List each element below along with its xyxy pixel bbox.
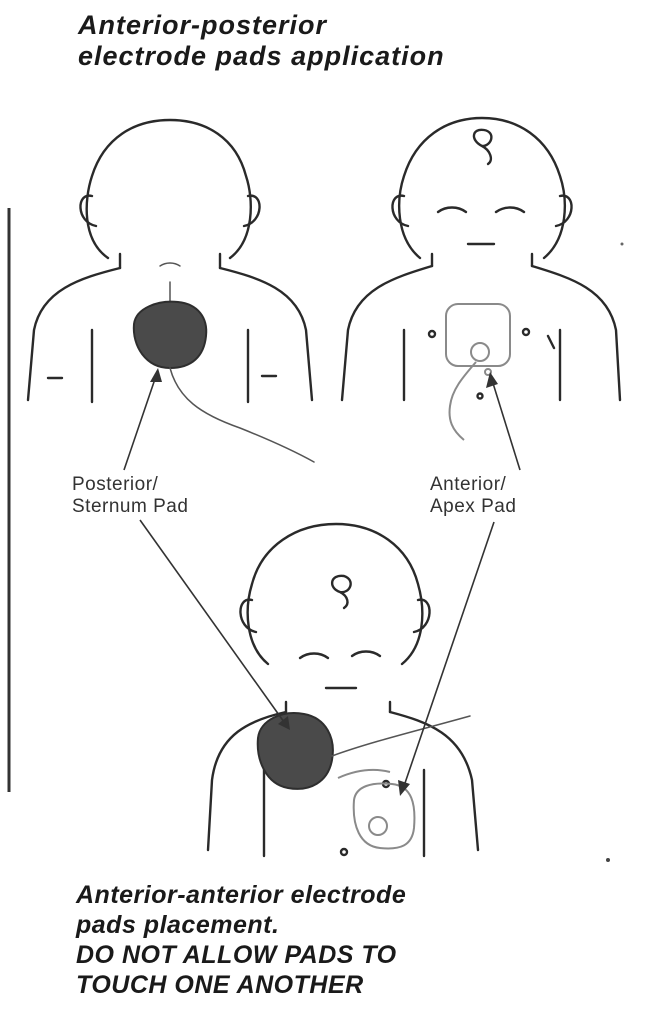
arrow-posterior-to-sternum-pad <box>140 520 284 722</box>
arrow-anterior-to-front-pad <box>492 380 520 470</box>
bottom-caption-line-2: pads placement. <box>76 910 406 940</box>
apex-pad-ring <box>369 817 387 835</box>
bottom-left-eye <box>300 654 328 659</box>
apex-pad-outline <box>354 784 415 849</box>
bottom-head-outline <box>248 524 423 664</box>
arrow-posterior-to-back-pad <box>124 376 156 470</box>
front-right-arm-mark <box>548 336 554 348</box>
apex-pad-cable <box>338 770 390 778</box>
back-neck-fold <box>160 263 180 266</box>
sternum-pad <box>258 713 333 789</box>
back-left-shoulder <box>28 268 120 400</box>
front-navel <box>478 394 483 399</box>
label-posterior-line-2: Sternum Pad <box>72 496 188 518</box>
posterior-pad <box>134 302 206 368</box>
front-left-shoulder <box>342 266 432 400</box>
front-head-outline <box>399 118 565 258</box>
arrowhead-posterior-back <box>150 368 162 382</box>
front-right-nipple <box>523 329 529 335</box>
label-posterior-pad: Posterior/ Sternum Pad <box>72 474 188 518</box>
front-left-eye <box>438 208 466 213</box>
front-left-nipple <box>429 331 435 337</box>
back-right-shoulder <box>220 268 312 400</box>
anterior-pad-outline-top <box>446 304 510 366</box>
front-hair-curl <box>474 130 491 164</box>
back-head-outline <box>87 120 251 258</box>
sternum-pad-cable <box>332 716 470 756</box>
bottom-right-shoulder <box>390 712 478 850</box>
front-right-shoulder <box>532 266 620 400</box>
arrow-anterior-to-apex-pad <box>404 522 494 786</box>
bottom-caption-warning-1: DO NOT ALLOW PADS TO <box>76 940 406 970</box>
label-anterior-pad: Anterior/ Apex Pad <box>430 474 516 518</box>
child-front-view <box>342 118 620 440</box>
bottom-caption: Anterior-anterior electrode pads placeme… <box>76 880 406 1000</box>
bottom-navel <box>341 849 347 855</box>
label-anterior-line-2: Apex Pad <box>430 496 516 518</box>
label-anterior-line-1: Anterior/ <box>430 474 516 496</box>
posterior-pad-cable <box>170 368 314 462</box>
anterior-pad-ring-top <box>471 343 489 361</box>
bottom-right-eye <box>352 652 380 657</box>
bottom-caption-line-1: Anterior-anterior electrode <box>76 880 406 910</box>
front-right-eye <box>496 208 524 213</box>
back-left-ear <box>80 196 96 226</box>
child-back-view <box>28 120 314 462</box>
anterior-pad-cable <box>450 362 476 440</box>
label-posterior-line-1: Posterior/ <box>72 474 188 496</box>
speck <box>621 243 624 246</box>
bottom-caption-warning-2: TOUCH ONE ANOTHER <box>76 970 406 1000</box>
speck <box>606 858 610 862</box>
bottom-hair-curl <box>332 576 351 608</box>
